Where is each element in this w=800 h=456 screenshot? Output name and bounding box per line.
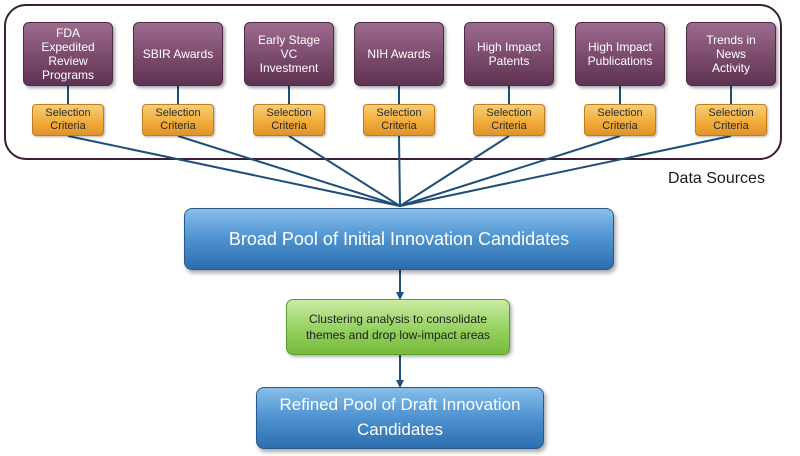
selection-criteria-box: Selection Criteria (695, 104, 767, 136)
selection-criteria-box: Selection Criteria (473, 104, 545, 136)
source-early-stage-vc: Early Stage VC Investment (244, 22, 334, 86)
broad-pool-box: Broad Pool of Initial Innovation Candida… (184, 208, 614, 270)
criteria-to-broad-pool-connector (177, 135, 401, 207)
criteria-to-broad-pool-connector (398, 135, 401, 207)
criteria-to-broad-pool-connector (288, 135, 401, 207)
data-sources-frame (4, 4, 782, 160)
source-sbir-awards: SBIR Awards (133, 22, 223, 86)
refined-pool-box: Refined Pool of Draft Innovation Candida… (256, 387, 544, 449)
source-trends-in-news: Trends in News Activity (686, 22, 776, 86)
source-high-impact-publications: High Impact Publications (575, 22, 665, 86)
source-fda-expedited-review: FDA Expedited Review Programs (23, 22, 113, 86)
criteria-to-broad-pool-connector (399, 135, 621, 207)
source-high-impact-patents: High Impact Patents (464, 22, 554, 86)
selection-criteria-box: Selection Criteria (142, 104, 214, 136)
selection-criteria-box: Selection Criteria (584, 104, 656, 136)
selection-criteria-box: Selection Criteria (363, 104, 435, 136)
criteria-to-broad-pool-connector (399, 135, 732, 207)
source-nih-awards: NIH Awards (354, 22, 444, 86)
selection-criteria-box: Selection Criteria (32, 104, 104, 136)
criteria-to-broad-pool-connector (399, 135, 510, 207)
selection-criteria-box: Selection Criteria (253, 104, 325, 136)
data-sources-caption: Data Sources (668, 170, 765, 187)
criteria-to-broad-pool-connector (67, 135, 401, 207)
clustering-analysis-box: Clustering analysis to consolidate theme… (286, 299, 510, 355)
